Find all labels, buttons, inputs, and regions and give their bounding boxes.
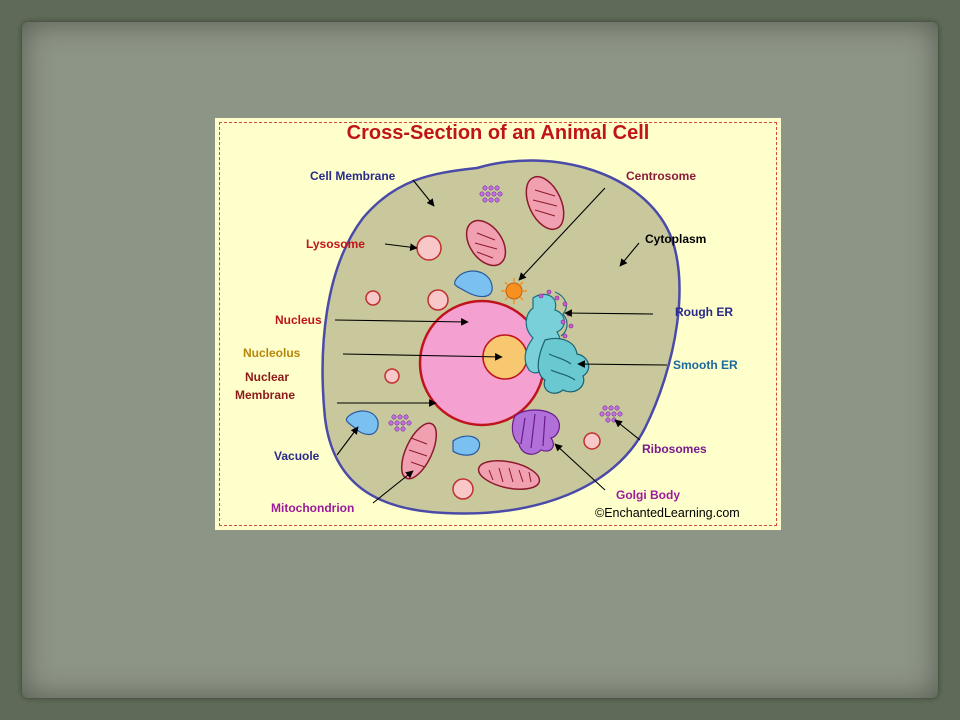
label-smooth-er: Smooth ER — [673, 358, 738, 372]
label-mitochondrion: Mitochondrion — [271, 501, 354, 515]
ribosome-clusters — [388, 185, 623, 432]
label-nucleolus: Nucleolus — [243, 346, 301, 360]
label-vacuole: Vacuole — [274, 449, 320, 463]
label-nuclear-membrane-line1: Nuclear — [245, 370, 289, 384]
vacuoles — [345, 270, 493, 456]
label-cytoplasm: Cytoplasm — [645, 232, 706, 246]
dashed-frame — [219, 122, 777, 526]
cell-diagram: Cell Membrane Centrosome Cytoplasm Lysos… — [235, 159, 740, 520]
diagram-title: Cross-Section of an Animal Cell — [346, 122, 650, 144]
label-lysosome: Lysosome — [306, 237, 365, 251]
lysosomes — [365, 235, 601, 500]
label-rough-er: Rough ER — [675, 305, 733, 319]
label-cell-membrane: Cell Membrane — [310, 169, 396, 183]
credit-text: ©EnchantedLearning.com — [595, 506, 740, 520]
cell-diagram-panel: Cross-Section of an Animal Cell — [215, 118, 781, 530]
pointer-arrows — [334, 179, 668, 504]
label-ribosomes: Ribosomes — [642, 442, 707, 456]
label-centrosome: Centrosome — [626, 169, 696, 183]
golgi-body-shape — [511, 409, 560, 455]
label-nuclear-membrane-line2: Membrane — [235, 388, 295, 402]
smooth-er-shape — [537, 337, 590, 394]
label-nucleus: Nucleus — [275, 313, 322, 327]
centrosome-shape — [501, 278, 527, 304]
label-golgi-body: Golgi Body — [616, 488, 680, 502]
mitochondria-cristae — [408, 189, 558, 483]
